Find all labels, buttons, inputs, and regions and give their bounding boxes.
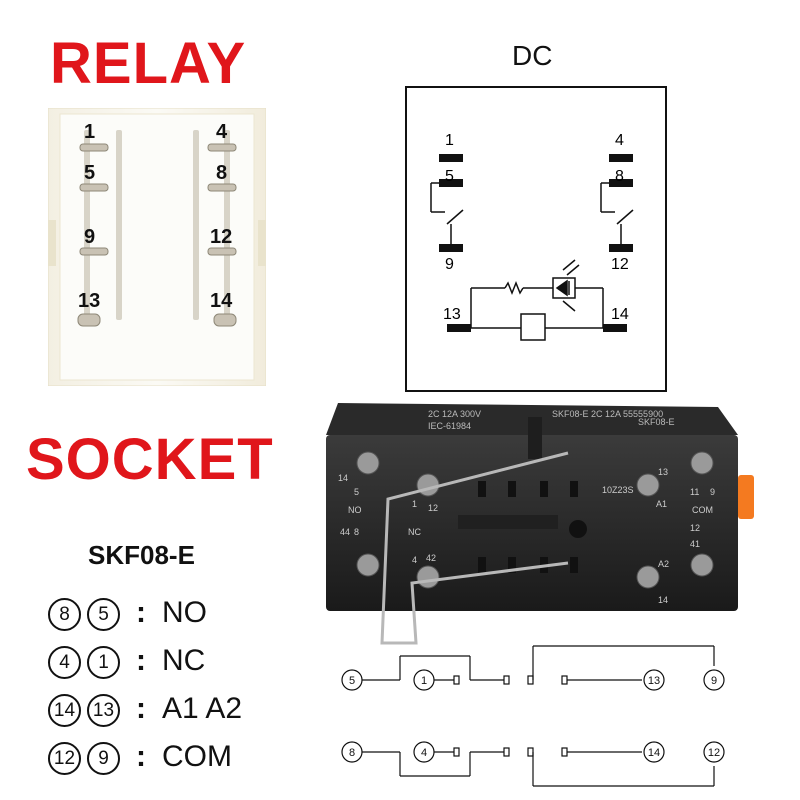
socket-label-right-12: 12 [690, 523, 701, 533]
legend-label-coil: A1 A2 [162, 692, 243, 725]
legend-circle-1: 1 [87, 645, 120, 679]
socket-label-right-41: 41 [690, 539, 701, 549]
relay-pin-4: 4 [216, 121, 228, 143]
socket-label-right-A1: A1 [656, 499, 668, 509]
relay-pin-13: 13 [78, 290, 101, 312]
relay-photo: 1 4 5 8 9 12 13 14 [47, 107, 267, 387]
legend-circle-5: 5 [87, 597, 120, 631]
dc-pin-12: 12 [611, 256, 629, 273]
legend-label-nc: NC [162, 644, 206, 677]
socket-top-model: SKF08-E [638, 417, 675, 427]
dc-schematic: 1 5 9 4 8 12 13 14 [405, 86, 667, 392]
socket-label-right-14: 14 [658, 595, 669, 605]
dc-pin-14: 14 [611, 306, 629, 323]
socket-body-graphic [326, 403, 754, 645]
socket-label-right-13: 13 [658, 467, 669, 477]
socket-label-left-NO: NO [348, 505, 362, 515]
legend-label-com: COM [162, 740, 232, 773]
socket-label-right-11: 11 [690, 487, 700, 497]
wire-node-5: 5 [349, 675, 355, 687]
dc-pin-5: 5 [445, 168, 454, 185]
wiring-diagram: 5 1 13 9 8 4 14 12 [330, 640, 750, 790]
socket-title: SOCKET [26, 427, 274, 492]
socket-label-right-A2: A2 [658, 559, 670, 569]
dc-pin-4: 4 [615, 132, 624, 149]
wire-node-12: 12 [708, 747, 720, 759]
legend-circle-12: 12 [48, 741, 81, 775]
socket-side-marks: SKF08-E 2C 12A 55555900 [552, 409, 664, 419]
dc-pin-1: 1 [445, 132, 454, 149]
socket-label-left-NC: NC [408, 527, 421, 537]
dc-schematic-graphic [430, 154, 634, 341]
legend-circle-9: 9 [87, 741, 120, 775]
socket-top-standard: IEC-61984 [428, 421, 472, 431]
socket-label-left-12: 12 [428, 503, 439, 513]
socket-label-left-14: 14 [338, 473, 349, 483]
socket-top-rating: 2C 12A 300V [428, 409, 482, 419]
socket-label-left-44: 44 [340, 527, 351, 537]
relay-pin-5: 5 [84, 162, 96, 184]
relay-pin-14: 14 [210, 290, 233, 312]
socket-model: SKF08-E [88, 540, 195, 570]
wire-node-4: 4 [421, 747, 427, 759]
relay-title: RELAY [50, 31, 247, 96]
relay-pin-12: 12 [210, 226, 233, 248]
socket-label-left-5: 5 [354, 487, 360, 497]
socket-label-left-4: 4 [412, 555, 418, 565]
wire-node-13: 13 [648, 675, 660, 687]
legend-circle-14: 14 [48, 693, 81, 727]
socket-label-center: 10Z23S [602, 485, 634, 495]
dc-pin-8: 8 [615, 168, 624, 185]
relay-pin-8: 8 [216, 162, 228, 184]
legend-circle-4: 4 [48, 645, 81, 679]
dc-pin-13: 13 [443, 306, 461, 323]
relay-body-graphic [47, 107, 267, 387]
socket-label-right-COM: COM [692, 505, 713, 515]
legend-label-no: NO [162, 596, 207, 629]
dc-pin-9: 9 [445, 256, 454, 273]
socket-label-right-9: 9 [710, 487, 716, 497]
legend-circle-13: 13 [87, 693, 120, 727]
wiring-diagram-graphic: 5 1 13 9 8 4 14 12 [341, 645, 725, 787]
wire-node-14: 14 [648, 747, 660, 759]
dc-title: DC [512, 40, 553, 71]
legend-circle-8: 8 [48, 597, 81, 631]
wire-node-1: 1 [421, 675, 427, 687]
socket-photo: 14 5 NO 8 44 1 NC 12 4 42 10Z23S 13 A1 1… [318, 395, 760, 653]
relay-pin-1: 1 [84, 121, 96, 143]
wire-node-8: 8 [349, 747, 355, 759]
relay-pin-9: 9 [84, 226, 96, 248]
socket-label-left-1: 1 [412, 499, 418, 509]
socket-label-left-8: 8 [354, 527, 360, 537]
wire-node-9: 9 [711, 675, 717, 687]
socket-label-left-42: 42 [426, 553, 437, 563]
